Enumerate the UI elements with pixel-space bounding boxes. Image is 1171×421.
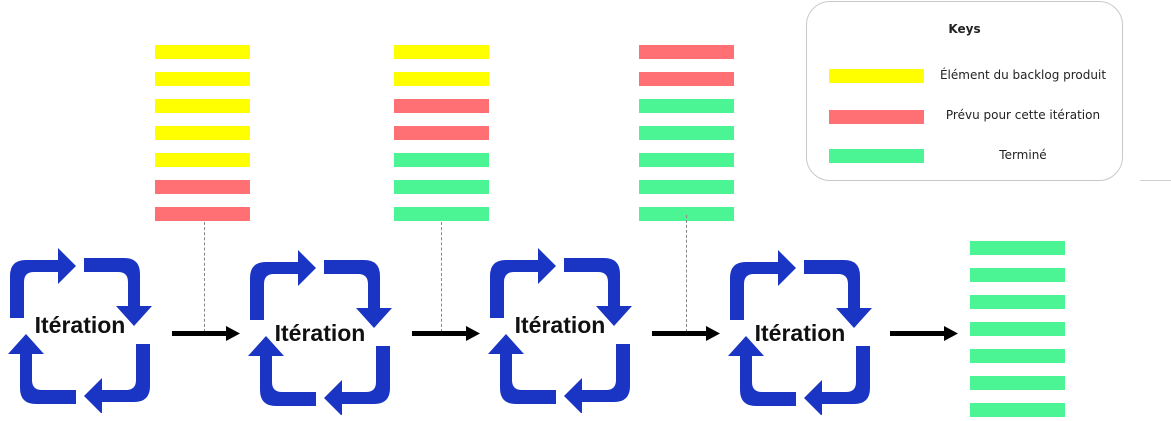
legend-title: Keys (948, 22, 981, 36)
bar-planned (639, 45, 734, 59)
flow-arrow-icon (652, 326, 720, 341)
bar-done (970, 349, 1065, 363)
bar-done (639, 180, 734, 194)
bar-planned (639, 72, 734, 86)
bar-planned (155, 207, 250, 221)
connector-2 (441, 222, 442, 332)
backlog-stack-2 (394, 45, 489, 225)
bar-done (394, 180, 489, 194)
bar-backlog (394, 72, 489, 86)
flow-arrow-icon (172, 326, 240, 341)
legend-swatch-done (829, 149, 924, 163)
iteration-label-4: Itération (754, 320, 846, 346)
iteration-label-2: Itération (274, 320, 366, 346)
bar-done (970, 268, 1065, 282)
legend-label-planned: Prévu pour cette itération (945, 108, 1101, 122)
bar-backlog (155, 153, 250, 167)
legend-swatch-planned (829, 110, 924, 124)
bar-done (970, 322, 1065, 336)
connector-3 (686, 215, 687, 332)
iteration-loop-4: Itération (720, 250, 880, 415)
legend-label-backlog: Élément du backlog produit (939, 68, 1107, 82)
bar-done (970, 403, 1065, 417)
bar-done (639, 207, 734, 221)
backlog-stack-1 (155, 45, 250, 225)
iteration-loop-3: Itération (480, 248, 640, 413)
done-stack-final (970, 241, 1065, 421)
legend-box: Keys Élément du backlog produit Prévu po… (806, 1, 1123, 181)
divider-line (1140, 180, 1171, 181)
bar-planned (394, 99, 489, 113)
bar-done (639, 153, 734, 167)
bar-backlog (155, 72, 250, 86)
iteration-label-1: Itération (34, 312, 126, 338)
legend-label-done: Terminé (999, 148, 1047, 162)
bar-done (394, 153, 489, 167)
connector-1 (204, 222, 205, 332)
bar-done (970, 376, 1065, 390)
bar-backlog (394, 45, 489, 59)
bar-done (970, 295, 1065, 309)
flow-arrow-icon (412, 326, 480, 341)
legend-swatch-backlog (829, 69, 924, 83)
bar-backlog (155, 126, 250, 140)
backlog-stack-3 (639, 45, 734, 225)
flow-arrow-icon (890, 326, 958, 341)
iteration-loop-2: Itération (240, 250, 400, 415)
bar-done (394, 207, 489, 221)
bar-backlog (155, 45, 250, 59)
bar-done (639, 126, 734, 140)
iteration-label-3: Itération (514, 312, 606, 338)
bar-done (639, 99, 734, 113)
bar-planned (155, 180, 250, 194)
iteration-loop-1: Itération (0, 248, 160, 413)
bar-done (970, 241, 1065, 255)
bar-planned (394, 126, 489, 140)
bar-backlog (155, 99, 250, 113)
